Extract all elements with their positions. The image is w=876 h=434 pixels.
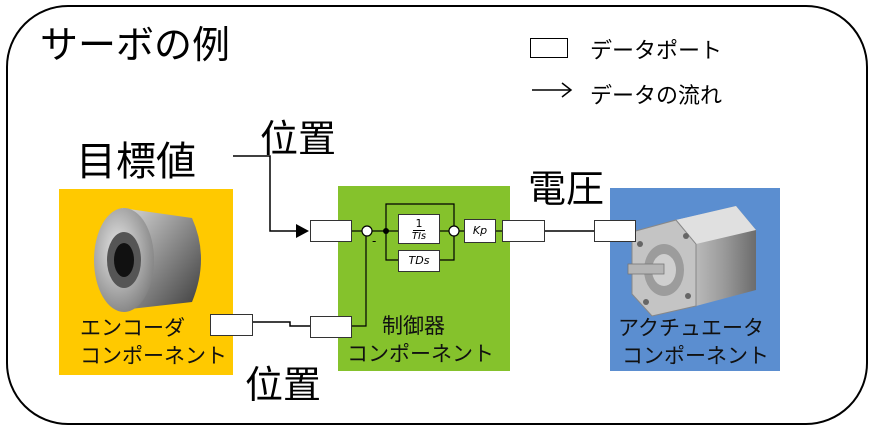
integral-numerator: 1	[413, 218, 425, 231]
legend-port-swatch	[530, 38, 568, 58]
derivative-block: TDs	[398, 250, 440, 272]
gain-block: Kp	[464, 219, 496, 243]
position-label-top: 位置	[260, 117, 337, 161]
encoder-label-line2: コンポーネント	[80, 344, 227, 368]
legend-flow-label: データの流れ	[590, 84, 723, 109]
controller-label-line1: 制御器	[382, 314, 445, 338]
encoder-output-port	[210, 314, 253, 336]
motor-icon	[627, 206, 756, 317]
encoder-label-line1: エンコーダ	[80, 316, 185, 340]
diagram-title: サーボの例	[40, 23, 231, 67]
actuator-label-line1: アクチュエータ	[618, 316, 764, 340]
controller-output-port	[502, 220, 545, 242]
target-value-label: 目標値	[76, 139, 196, 185]
integral-block: 1 TIs	[398, 214, 440, 244]
minus-sign: -	[372, 234, 377, 248]
voltage-label: 電圧	[528, 167, 605, 211]
legend-port-label: データポート	[590, 39, 723, 64]
legend-arrow-icon	[532, 82, 573, 98]
controller-feedback-port	[310, 316, 352, 338]
target-value-box	[59, 122, 233, 189]
actuator-label-line2: コンポーネント	[622, 344, 769, 368]
controller-label-line2: コンポーネント	[347, 342, 494, 366]
controller-input-port	[310, 220, 352, 242]
encoder-icon	[94, 208, 201, 312]
actuator-input-port	[594, 220, 636, 242]
position-label-bottom: 位置	[245, 363, 322, 407]
integral-denominator: TIs	[411, 231, 427, 242]
